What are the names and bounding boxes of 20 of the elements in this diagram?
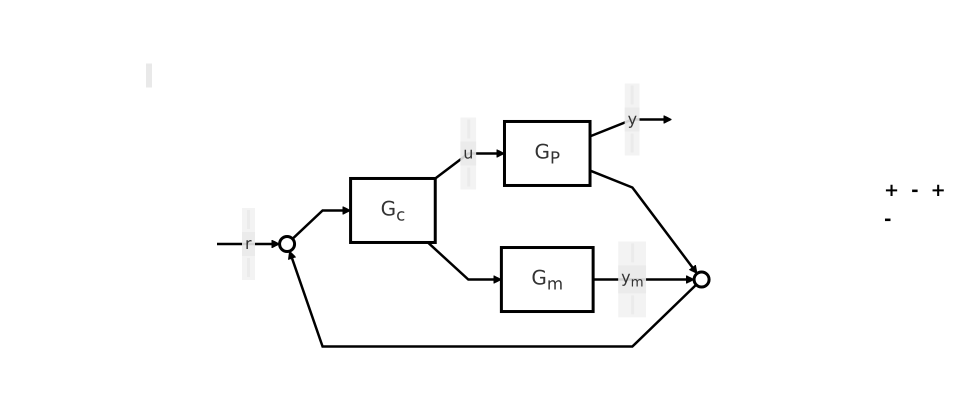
node-circle [278,234,296,253]
edge-label: r [245,234,252,253]
node-box: G$_{m}$ [500,246,595,314]
arrow [427,242,502,284]
node-box: G$_{c}$ [349,176,437,244]
sign-label: - [884,209,892,230]
edge-label: y$_{m}$ [621,267,644,291]
sign-label: - [911,180,919,201]
arrow [590,169,698,274]
sign-label: + [930,180,946,201]
sign-label: + [884,180,900,201]
arrow [590,115,672,138]
arrow [292,206,352,240]
arrow [434,149,506,180]
node-box: G$_{P}$ [503,120,592,187]
node-circle [692,270,711,289]
edge-label: u [463,143,474,162]
edge-label: y [628,109,638,128]
arrow [288,250,698,348]
arrow [217,240,280,248]
